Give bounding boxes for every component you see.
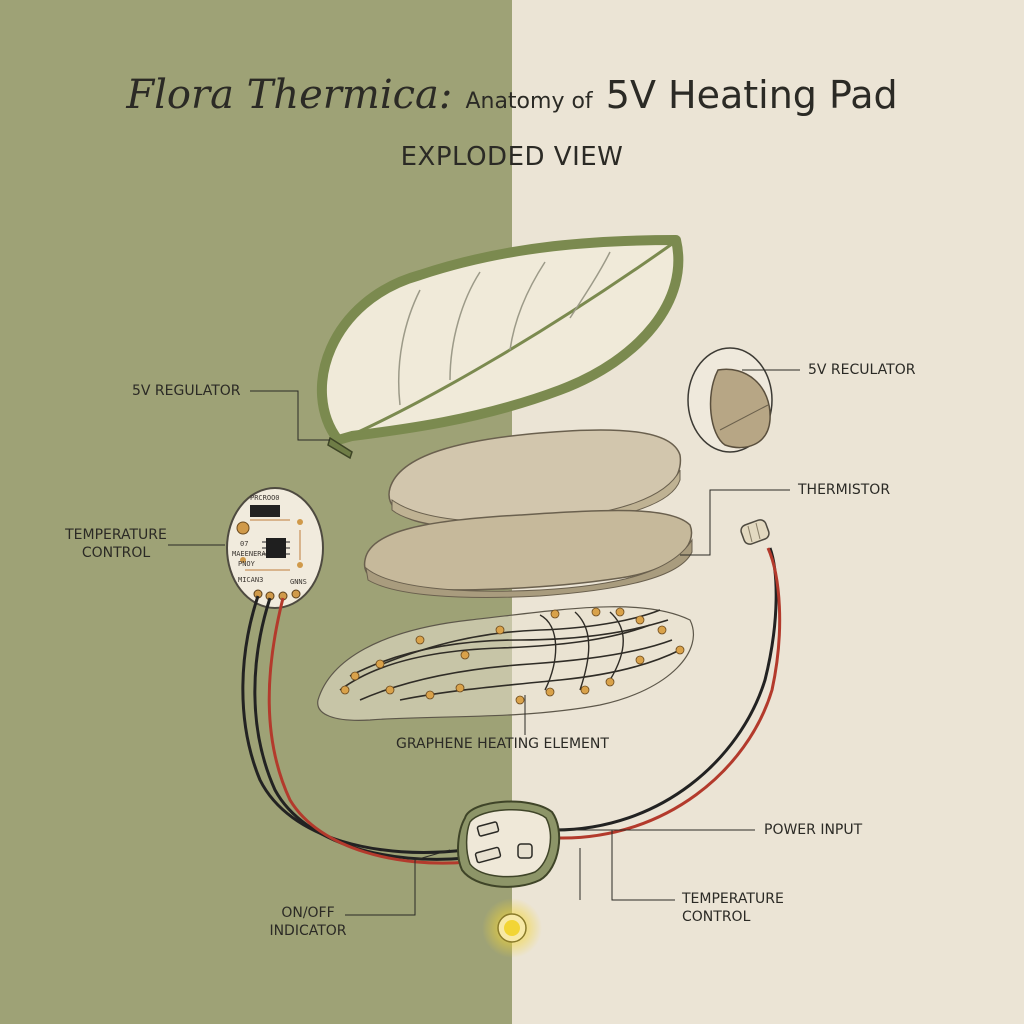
- control-board-icon: [226, 487, 324, 609]
- regulator-pod-icon: [687, 347, 773, 453]
- pcb-text-5: MICAN3: [238, 576, 264, 584]
- title-part-1: Flora Thermica:: [126, 72, 453, 118]
- label-thermistor: THERMISTOR: [798, 482, 891, 498]
- power-plug-icon: [457, 800, 561, 888]
- pcb-text-6: GNNS: [290, 578, 307, 586]
- diagram-title: Flora Thermica: Anatomy of 5V Heating Pa…: [0, 72, 1024, 118]
- thermistor-probe-icon: [740, 519, 770, 545]
- pcb-text-3: MAEENERA: [232, 550, 266, 558]
- graphene-element-icon: [317, 606, 695, 721]
- label-graphene-heating-element: GRAPHENE HEATING ELEMENT: [396, 736, 609, 752]
- label-temperature-control-left: TEMPERATURE CONTROL: [65, 527, 167, 561]
- label-temperature-control-right: TEMPERATURE CONTROL: [682, 891, 784, 925]
- pcb-text-2: 07: [240, 540, 249, 548]
- insulation-pad-lower: [363, 509, 693, 598]
- title-part-2: Anatomy of: [465, 89, 593, 114]
- title-part-3: 5V Heating Pad: [605, 73, 898, 117]
- label-5v-regulator-right: 5V RECULATOR: [808, 362, 916, 378]
- indicator-light-icon: [482, 898, 542, 958]
- label-on-off-indicator: ON/OFF INDICATOR: [269, 905, 347, 939]
- diagram-subtitle: EXPLODED VIEW: [400, 142, 624, 172]
- pcb-text-1: PRCROO0: [250, 494, 280, 502]
- leaf-cover-icon: [317, 235, 684, 460]
- label-5v-regulator-left: 5V REGULATOR: [132, 383, 241, 399]
- label-power-input: POWER INPUT: [764, 822, 863, 838]
- leader-lines: [168, 369, 800, 916]
- wiring: [241, 547, 782, 865]
- pcb-text-4: PNOY: [238, 560, 255, 568]
